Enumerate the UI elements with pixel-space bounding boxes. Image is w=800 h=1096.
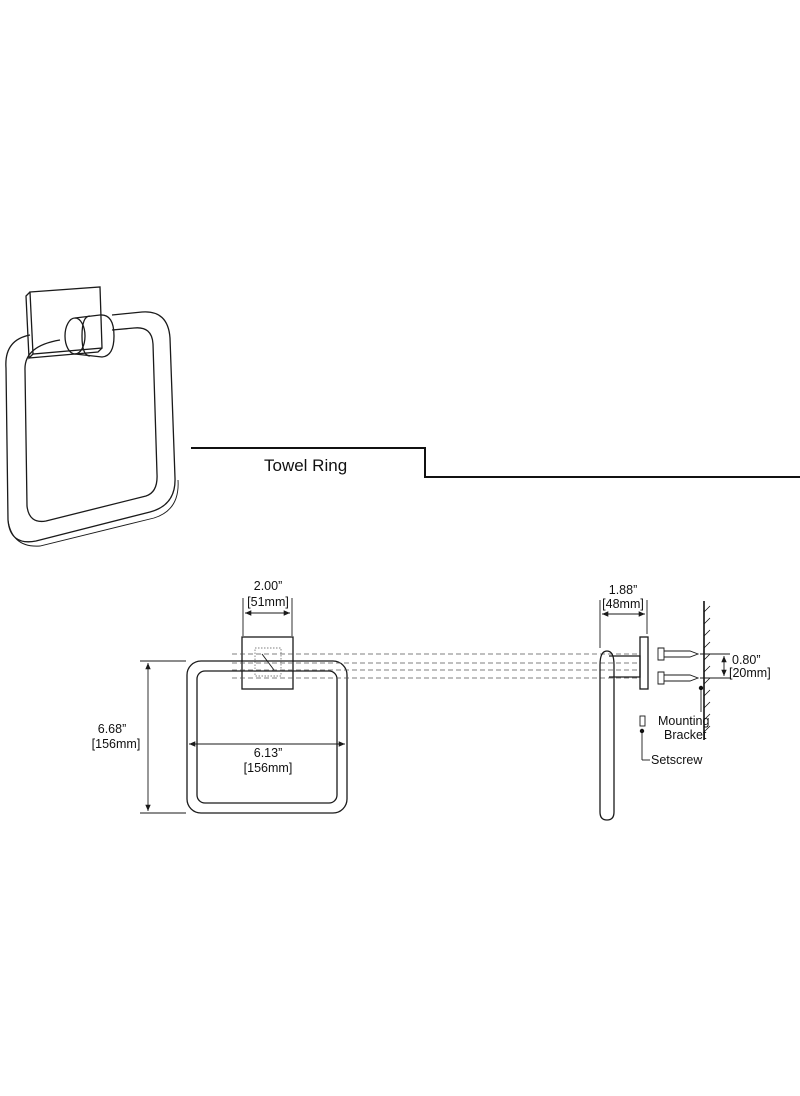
screw-spacing-mm: [20mm] [729, 666, 771, 680]
title: Towel Ring [264, 456, 347, 475]
mounting-bracket-label-2: Bracket [664, 728, 707, 742]
projection-in: 1.88” [609, 583, 638, 597]
front-view [186, 636, 640, 814]
dimension-height: 6.68” [156mm] [92, 660, 186, 814]
setscrew-label: Setscrew [651, 753, 703, 767]
dimension-ring-width: 6.13” [156mm] [189, 741, 345, 775]
ring-width-in: 6.13” [254, 746, 283, 760]
screw-spacing-in: 0.80” [732, 653, 761, 667]
height-in: 6.68” [98, 722, 127, 736]
side-view [599, 601, 711, 821]
dimension-screw-spacing: 0.80” [20mm] [700, 653, 771, 680]
bracket-width-in: 2.00” [254, 579, 283, 593]
projection-mm: [48mm] [602, 597, 644, 611]
mounting-bracket-label-1: Mounting [658, 714, 709, 728]
ring-width-mm: [156mm] [244, 761, 293, 775]
dimension-projection: 1.88” [48mm] [599, 583, 648, 648]
bracket-width-mm: [51mm] [247, 595, 289, 609]
dimension-bracket-width: 2.00” [51mm] [242, 579, 293, 636]
isometric-view [5, 286, 179, 547]
height-mm: [156mm] [92, 737, 141, 751]
title-bar: Towel Ring [191, 447, 800, 478]
